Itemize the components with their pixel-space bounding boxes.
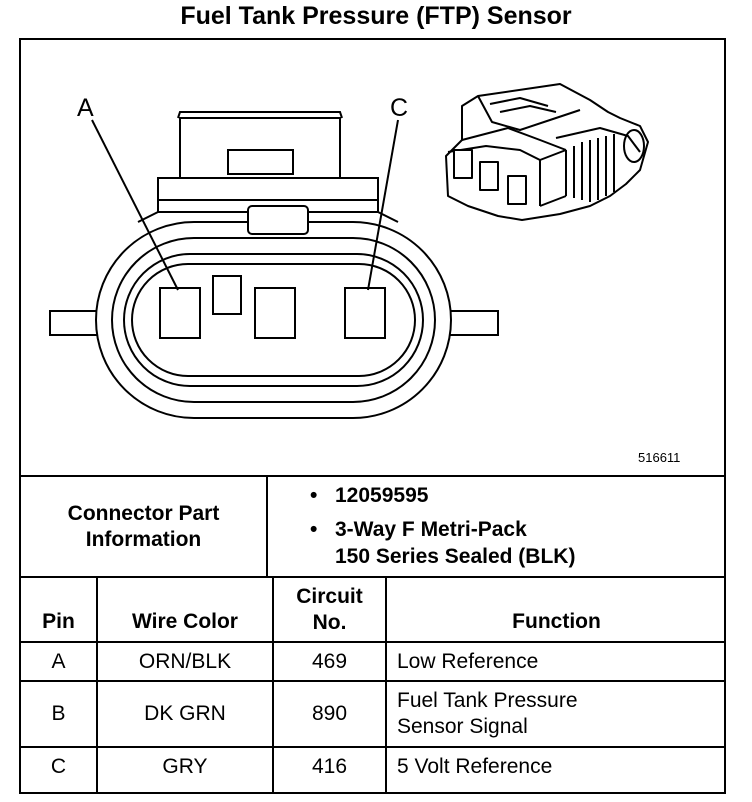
header-function-label: Function bbox=[512, 610, 601, 633]
connector-info-label: Connector Part Information bbox=[21, 477, 266, 576]
header-wire-color-label: Wire Color bbox=[132, 610, 238, 633]
table-row-b-wire-color: DK GRN bbox=[144, 702, 226, 725]
rule-row-b bbox=[19, 746, 726, 748]
rule-info bbox=[19, 576, 726, 578]
header-pin: Pin bbox=[21, 578, 96, 641]
table-row-a-function: Low Reference bbox=[397, 649, 539, 673]
header-circuit-line1: Circuit bbox=[296, 584, 363, 608]
leader-a bbox=[91, 119, 179, 291]
rule-col-2 bbox=[272, 576, 274, 794]
table-row-b-function: Fuel Tank Pressure Sensor Signal bbox=[387, 682, 726, 746]
keyway bbox=[212, 275, 242, 315]
header-wire-color: Wire Color bbox=[98, 578, 272, 641]
bullet-description: • bbox=[310, 518, 318, 541]
connector-description-line2: 150 Series Sealed (BLK) bbox=[335, 545, 576, 568]
terminal-a bbox=[159, 287, 201, 339]
figure-number: 516611 bbox=[638, 450, 681, 465]
connector-info-label-line1: Connector Part bbox=[67, 501, 220, 525]
table-row-a-wire-color: ORN/BLK bbox=[138, 649, 232, 673]
pin-label-c: C bbox=[390, 94, 408, 122]
terminal-b bbox=[254, 287, 296, 339]
part-number: 12059595 bbox=[335, 484, 429, 507]
right-tab bbox=[447, 310, 499, 336]
left-tab bbox=[49, 310, 99, 336]
rule-row-a bbox=[19, 680, 726, 682]
lock-window bbox=[227, 149, 294, 175]
rule-info-divider bbox=[266, 475, 268, 578]
shell-rim-2 bbox=[123, 253, 424, 387]
rule-header bbox=[19, 641, 726, 643]
terminal-c bbox=[344, 287, 386, 339]
diagram-frame bbox=[19, 38, 726, 794]
header-circuit: Circuit No. bbox=[274, 578, 385, 641]
shell-rim-3 bbox=[131, 263, 416, 377]
rule-col-1 bbox=[96, 576, 98, 794]
connector-diagram: A C bbox=[49, 83, 649, 419]
connector-description-line1: 3-Way F Metri-Pack bbox=[335, 518, 527, 541]
lock-tab bbox=[247, 205, 309, 235]
connector-iso-icon bbox=[445, 83, 649, 221]
table-row-b-function-line1: Fuel Tank Pressure bbox=[397, 689, 578, 712]
leader-c bbox=[367, 119, 399, 291]
table-row-c-circuit: 416 bbox=[311, 755, 348, 778]
table-row-b-function-line2: Sensor Signal bbox=[397, 715, 528, 738]
rule-col-3 bbox=[385, 576, 387, 794]
table-row-a-circuit: 469 bbox=[311, 649, 348, 673]
connector-info-label-line2: Information bbox=[85, 527, 202, 551]
table-row-c-function: 5 Volt Reference bbox=[397, 755, 553, 778]
page-title: Fuel Tank Pressure (FTP) Sensor bbox=[180, 2, 572, 30]
table-row-c-wire-color: GRY bbox=[162, 755, 208, 778]
header-pin-label: Pin bbox=[42, 610, 75, 633]
header-function: Function bbox=[387, 578, 726, 641]
pin-label-a: A bbox=[77, 94, 94, 122]
table-row-c-pin: C bbox=[50, 755, 67, 778]
header-circuit-line2: No. bbox=[312, 610, 347, 634]
shell-rim-1 bbox=[111, 237, 436, 403]
table-row-b-circuit: 890 bbox=[311, 702, 348, 725]
table-row-b-pin: B bbox=[51, 702, 66, 725]
bullet-part-number: • bbox=[310, 484, 318, 507]
table-row-a-pin: A bbox=[51, 649, 66, 673]
rule-top bbox=[19, 475, 726, 477]
